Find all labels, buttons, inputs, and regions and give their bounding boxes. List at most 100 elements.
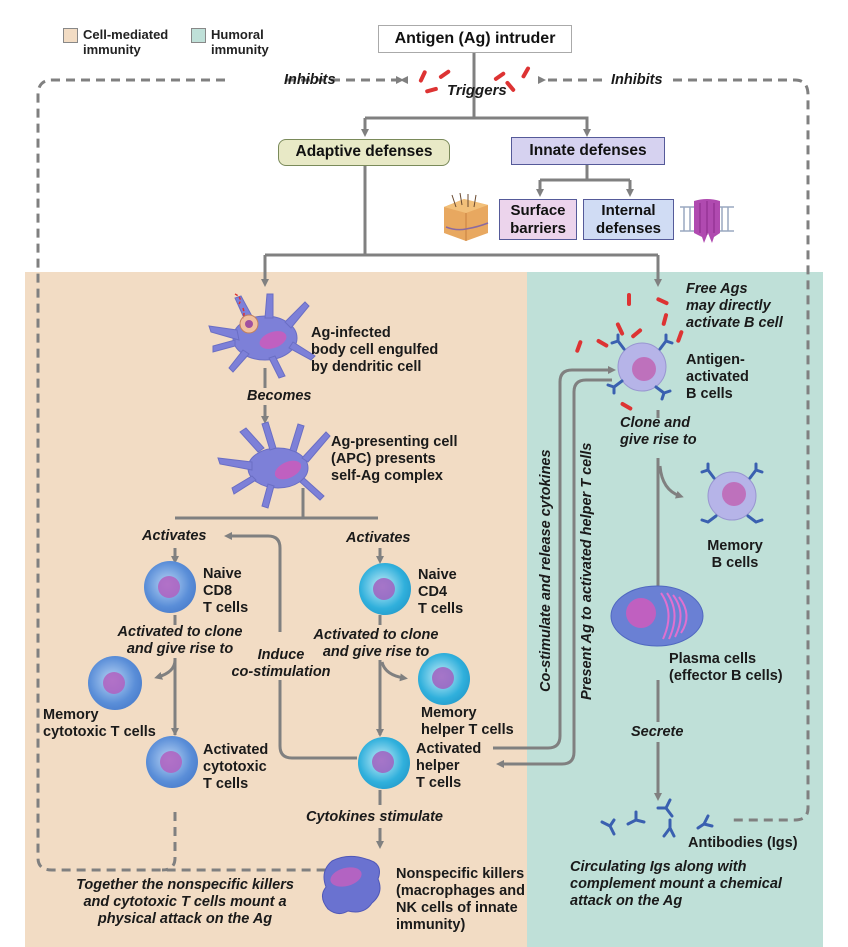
label-line: Circulating Igs along with <box>570 859 747 875</box>
label-line: Plasma cells <box>669 651 757 667</box>
label-line: T cells <box>418 601 464 617</box>
label-line: helper <box>416 758 460 774</box>
label-line: B cells <box>686 386 733 402</box>
label-line: activated <box>686 369 749 385</box>
label-line: give rise to <box>620 432 697 448</box>
memory-b-cell-icon <box>696 458 768 530</box>
label-line: NK cells of innate <box>396 900 518 916</box>
label-line: CD8 <box>203 583 233 599</box>
label-line: Activated to clone <box>117 624 243 640</box>
naive-cd8-label: Naive CD8 T cells <box>203 566 248 617</box>
activated-helper-label: Activated helper T cells <box>416 741 481 792</box>
inhibits-right-label: Inhibits <box>611 72 663 88</box>
memory-helper-t-cell-icon <box>418 653 470 705</box>
label-line: cytotoxic <box>203 759 267 775</box>
label-line: T cells <box>203 600 249 616</box>
label-line: T cells <box>416 775 462 791</box>
legend-label-humoral: Humoral immunity <box>211 27 269 57</box>
connector-split-innate <box>365 116 591 137</box>
inhibits-right-path <box>548 78 810 822</box>
label-line: co-stimulation <box>231 664 331 680</box>
antigen-activated-b-cell-icon <box>606 333 678 401</box>
label-line: (APC) presents <box>331 451 436 467</box>
cell-mediated-region <box>25 272 527 947</box>
label-line: and give rise to <box>126 641 234 657</box>
legend-label-cell-mediated: Cell-mediated immunity <box>83 27 168 57</box>
membrane-protein-icon <box>678 197 736 245</box>
activates-right-label: Activates <box>346 530 411 546</box>
label-line: self-Ag complex <box>331 468 443 484</box>
legend-swatch-humoral <box>191 28 206 43</box>
label-line: Naive <box>418 567 457 583</box>
legend-swatch-cell-mediated <box>63 28 78 43</box>
label-line: and cytotoxic T cells mount a <box>83 894 287 910</box>
label-line: complement mount a chemical <box>570 876 782 892</box>
macrophage-icon <box>318 853 386 917</box>
label-line: Activated <box>416 741 482 757</box>
dendritic-cell-icon <box>205 290 320 380</box>
naive-cd4-t-cell-icon <box>359 563 411 615</box>
activated-cytotoxic-label: Activated cytotoxic T cells <box>203 742 268 793</box>
free-ags-label: Free Ags may directly activate B cell <box>686 281 783 332</box>
memory-cytotoxic-t-cell-icon <box>88 656 142 710</box>
label-line: body cell engulfed <box>311 342 439 358</box>
label-line: and give rise to <box>322 644 430 660</box>
nonspecific-killers-label: Nonspecific killers (macrophages and NK … <box>396 866 525 934</box>
innate-defenses-box: Innate defenses <box>511 137 665 165</box>
skin-cross-section-icon <box>438 192 492 243</box>
activated-cytotoxic-t-cell-icon <box>146 736 198 788</box>
label-line: (macrophages and <box>396 883 525 899</box>
naive-cd8-t-cell-icon <box>144 561 196 613</box>
label-line: Ag-presenting cell <box>331 434 458 450</box>
label-line: Clone and <box>620 415 691 431</box>
label-line: Free Ags <box>686 281 748 297</box>
adaptive-defenses-box: Adaptive defenses <box>278 139 450 166</box>
label-line: Together the nonspecific killers <box>76 877 294 893</box>
inhibits-left-label: Inhibits <box>284 72 336 88</box>
clone-right-label: Activated to clone and give rise to <box>306 627 446 661</box>
label-line: Activated to clone <box>313 627 439 643</box>
label-line: by dendritic cell <box>311 359 422 375</box>
label-line: Ag-infected <box>311 325 391 341</box>
legend-line: Cell-mediated <box>83 27 169 42</box>
clone-give-rise-label: Clone and give rise to <box>620 415 697 449</box>
legend-line: Humoral <box>211 27 264 42</box>
costimulate-cytokines-label: Co-stimulate and release cytokines <box>538 449 554 692</box>
triggers-label: Triggers <box>447 82 507 99</box>
label-line: Antigen- <box>686 352 745 368</box>
antibodies-label: Antibodies (Igs) <box>688 835 798 851</box>
circulating-igs-label: Circulating Igs along with complement mo… <box>570 859 782 910</box>
box-line: Surface <box>510 202 566 219</box>
label-line: Induce <box>257 647 305 663</box>
label-line: Naive <box>203 566 242 582</box>
clone-left-label: Activated to clone and give rise to <box>110 624 250 658</box>
box-line: Internal <box>601 202 656 219</box>
label-line: cytotoxic T cells <box>43 724 156 740</box>
activates-left-label: Activates <box>142 528 207 544</box>
box-line: barriers <box>510 220 566 237</box>
internal-defenses-box: Internal defenses <box>583 199 674 240</box>
label-line: attack on the Ag <box>570 893 683 909</box>
label-line: helper T cells <box>421 722 514 738</box>
label-line: Memory <box>43 707 99 723</box>
label-line: (effector B cells) <box>669 668 783 684</box>
plasma-cells-label: Plasma cells (effector B cells) <box>669 651 783 685</box>
induce-costimulation-label: Induce co-stimulation <box>224 647 338 681</box>
antigen-activated-b-cells-label: Antigen- activated B cells <box>686 352 749 403</box>
surface-barriers-box: Surface barriers <box>499 199 577 240</box>
label-line: Activated <box>203 742 269 758</box>
cytokines-stimulate-label: Cytokines stimulate <box>306 809 443 825</box>
memory-cytotoxic-label: Memory cytotoxic T cells <box>43 707 156 741</box>
label-line: Memory <box>707 538 763 554</box>
plasma-cell-icon <box>609 583 705 649</box>
label-line: Memory <box>421 705 477 721</box>
label-line: B cells <box>711 555 759 571</box>
label-line: activate B cell <box>686 315 783 331</box>
label-line: immunity) <box>396 917 466 933</box>
label-line: CD4 <box>418 584 448 600</box>
box-line: defenses <box>595 220 662 237</box>
memory-b-cells-label: Memory B cells <box>700 538 770 572</box>
label-line: T cells <box>203 776 249 792</box>
label-line: physical attack on the Ag <box>97 911 273 927</box>
